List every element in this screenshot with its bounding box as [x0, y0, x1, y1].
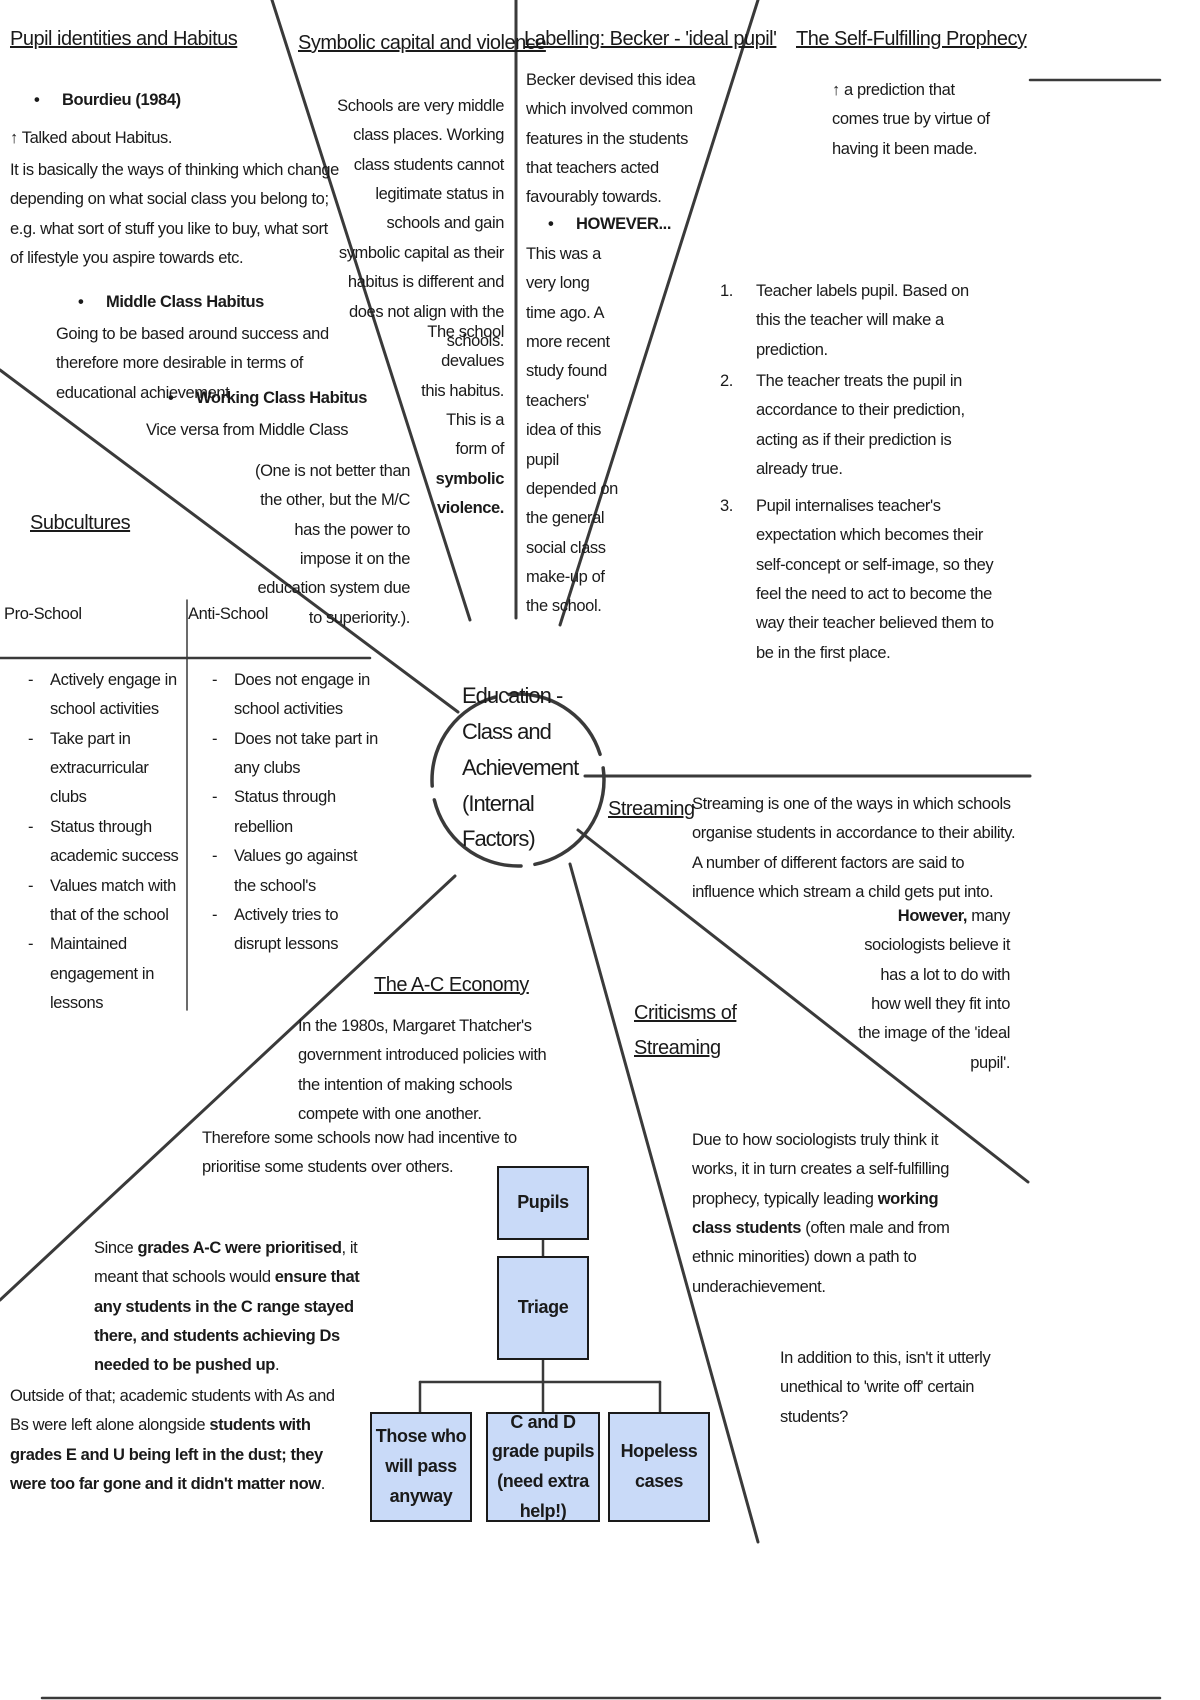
sfp-step-1-text: Teacher labels pupil. Based on this the … — [756, 282, 969, 359]
streaming-however-text: many sociologists believe it has a lot t… — [858, 907, 1010, 1072]
mc-habitus-label: Middle Class Habitus — [106, 293, 264, 311]
wc-habitus-label: Working Class Habitus — [196, 389, 367, 407]
tree-node-will-pass: Those who will pass anyway — [370, 1412, 472, 1522]
mc-habitus-text: Going to be based around success and the… — [56, 325, 329, 402]
list-item: Status through academic success — [22, 813, 182, 872]
habitus-talked: ↑ Talked about Habitus. — [10, 129, 173, 147]
labelling-text2: This was a very long time ago. A more re… — [526, 245, 618, 616]
labelling-however: HOWEVER... — [576, 215, 672, 233]
list-item: Does not engage in school activities — [206, 666, 378, 725]
subcultures-heading: Subcultures — [30, 512, 131, 534]
sfp-step-3: 3. Pupil internalises teacher's expectat… — [720, 492, 1000, 684]
streaming-however: However, many sociologists believe it ha… — [856, 902, 1010, 1078]
labelling-heading: Labelling: Becker - 'ideal pupil' — [524, 28, 777, 50]
bullet-mc: • — [78, 293, 84, 311]
pro-school-list: Actively engage in school activities Tak… — [22, 666, 182, 1018]
bourdieu-label: Bourdieu (1984) — [62, 91, 181, 109]
criticisms-text-post: (often male and from ethnic minorities) … — [692, 1219, 950, 1296]
divider-line-labelling-sfp — [558, 0, 760, 627]
sfp-step-2-num: 2. — [720, 372, 733, 390]
list-item: Values match with that of the school — [22, 872, 182, 931]
criticisms-text-bold: working class students — [692, 1189, 939, 1238]
symbolic-devalues: The school devalues this habitus. This i… — [420, 318, 504, 524]
ac-since-bold-2: ensure that any students in the C range … — [94, 1268, 360, 1375]
divider-line-streaming-criticisms — [576, 828, 1030, 1184]
sfp-definition: ↑ a prediction that comes true by virtue… — [832, 81, 990, 158]
ac-since: Since grades A-C were prioritised, it me… — [94, 1234, 366, 1381]
criticisms-heading: Criticisms of Streaming — [634, 1002, 737, 1059]
labelling-text: Becker devised this idea which involved … — [526, 71, 696, 207]
symbolic-heading: Symbolic capital and violence — [298, 32, 546, 54]
ac-since-mid: , it meant that schools would — [94, 1239, 358, 1287]
sfp-step-1-num: 1. — [720, 282, 733, 300]
habitus-note: (One is not better than the other, but t… — [255, 462, 410, 627]
criticisms-text: Due to how sociologists truly think it w… — [692, 1126, 956, 1302]
list-item: Values go against the school's — [206, 842, 378, 901]
criticisms-text-pre: Due to how sociologists truly think it w… — [692, 1131, 949, 1208]
ac-text: In the 1980s, Margaret Thatcher's govern… — [298, 1017, 547, 1124]
sfp-step-2-text: The teacher treats the pupil in accordan… — [756, 372, 965, 479]
pro-school-label: Pro-School — [4, 605, 82, 623]
symbolic-text: Schools are very middle class places. Wo… — [337, 97, 504, 350]
list-item: Actively engage in school activities — [22, 666, 182, 725]
list-item: Status through rebellion — [206, 783, 378, 842]
divider-line-subcultures-ac — [0, 874, 457, 1302]
bullet-however: • — [548, 215, 554, 233]
divider-line-habitus-symbolic — [270, 0, 472, 622]
ac-since-bold-1: grades A-C were prioritised — [137, 1239, 342, 1257]
list-item: Does not take part in any clubs — [206, 725, 378, 784]
ac-outside-pre: Outside of that; academic students with … — [10, 1387, 335, 1435]
streaming-text: Streaming is one of the ways in which sc… — [692, 795, 1016, 902]
ac-since-pre: Since — [94, 1239, 134, 1257]
bullet-bourdieu: • — [34, 91, 40, 109]
ac-since-end: . — [274, 1356, 280, 1375]
list-item: Take part in extracurricular clubs — [22, 725, 182, 813]
center-title: Education - Class and Achievement (Inter… — [462, 683, 579, 852]
habitus-definition: It is basically the ways of thinking whi… — [10, 161, 339, 268]
tree-node-triage: Triage — [497, 1256, 589, 1360]
sfp-step-2: 2. The teacher treats the pupil in accor… — [720, 367, 1000, 478]
criticisms-ethics: In addition to this, isn't it utterly un… — [780, 1349, 991, 1426]
wc-habitus-text: Vice versa from Middle Class — [146, 421, 349, 439]
tree-node-c-d-grade: C and D grade pupils (need extra help!) — [486, 1412, 600, 1522]
list-item: Maintained engagement in lessons — [22, 930, 182, 1018]
sfp-step-3-text: Pupil internalises teacher's expectation… — [756, 497, 994, 662]
streaming-however-bold: However, — [897, 907, 968, 925]
anti-school-list: Does not engage in school activities Doe… — [206, 666, 378, 960]
divider-line-habitus-subcultures — [0, 368, 460, 714]
habitus-heading: Pupil identities and Habitus — [10, 28, 238, 50]
ac-text2: Therefore some schools now had incentive… — [202, 1129, 517, 1177]
symbolic-violence-term: symbolic violence. — [435, 469, 505, 518]
ac-outside-end: . — [320, 1475, 326, 1494]
list-item: Actively tries to disrupt lessons — [206, 901, 378, 960]
sfp-heading: The Self-Fulfilling Prophecy — [796, 28, 1027, 50]
center-dashed-circle — [430, 692, 606, 868]
tree-node-hopeless: Hopeless cases — [608, 1412, 710, 1522]
symbolic-devalues-text: The school devalues this habitus. This i… — [421, 323, 504, 459]
tree-node-pupils: Pupils — [497, 1166, 589, 1240]
anti-school-label: Anti-School — [188, 605, 268, 623]
ac-outside-bold: students with grades E and U being left … — [10, 1416, 323, 1494]
ac-outside: Outside of that; academic students with … — [10, 1382, 340, 1499]
ac-heading: The A-C Economy — [374, 974, 529, 996]
streaming-heading: Streaming — [608, 798, 695, 820]
sfp-step-3-num: 3. — [720, 497, 733, 515]
bullet-wc: • — [168, 389, 174, 407]
sfp-step-1: 1. Teacher labels pupil. Based on this t… — [720, 277, 1000, 359]
divider-line-criticisms-ac — [568, 862, 760, 1544]
